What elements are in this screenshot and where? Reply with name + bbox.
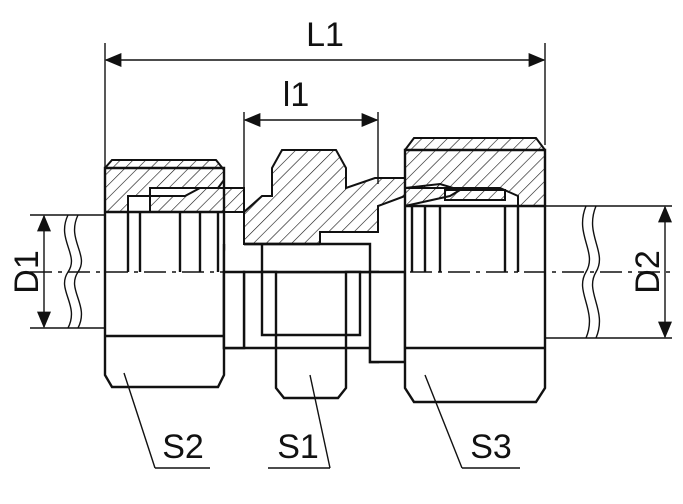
left-nut <box>103 159 245 389</box>
label-hex-center: S1 <box>277 428 319 466</box>
center-body <box>222 149 407 400</box>
label-hex-left: S2 <box>162 428 204 466</box>
leader-s1 <box>309 374 331 469</box>
label-hex-right: S3 <box>470 428 512 466</box>
label-inner-length: l1 <box>283 76 309 114</box>
leader-s3 <box>424 374 463 469</box>
right-nut <box>403 137 547 404</box>
label-overall-length: L1 <box>306 16 344 54</box>
d2-break-curve <box>581 205 591 339</box>
leader-s2 <box>123 372 156 469</box>
d2-break-curve-2 <box>591 205 601 339</box>
